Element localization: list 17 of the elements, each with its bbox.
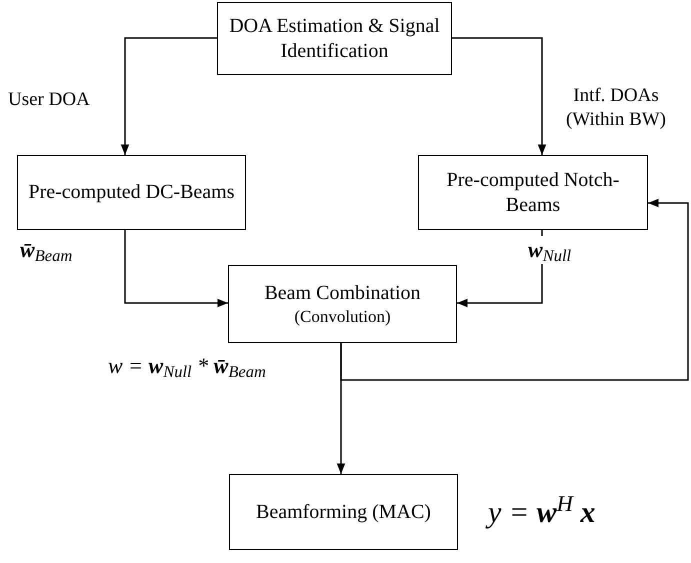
box-title: Beam Combination: [264, 280, 421, 306]
box-title: Beamforming (MAC): [256, 500, 431, 524]
box-title: Pre-computed Notch-Beams: [446, 168, 620, 218]
arrow: [120, 37, 217, 155]
process-box: [229, 474, 458, 550]
box-title: Pre-computed DC-Beams: [28, 180, 235, 205]
formula: y = w$^{H}$ x: [488, 490, 596, 535]
edge-label: w$_{Null}$: [528, 236, 572, 264]
box-subtitle: (Convolution): [294, 306, 391, 328]
arrow: [340, 198, 689, 381]
arrow: [124, 230, 228, 308]
process-box: [418, 155, 648, 230]
arrow: [452, 37, 546, 155]
box-title: DOA Estimation & Signal Identification: [228, 14, 441, 64]
process-box: [228, 265, 457, 343]
process-box: [217, 2, 452, 75]
process-box: [17, 155, 246, 230]
